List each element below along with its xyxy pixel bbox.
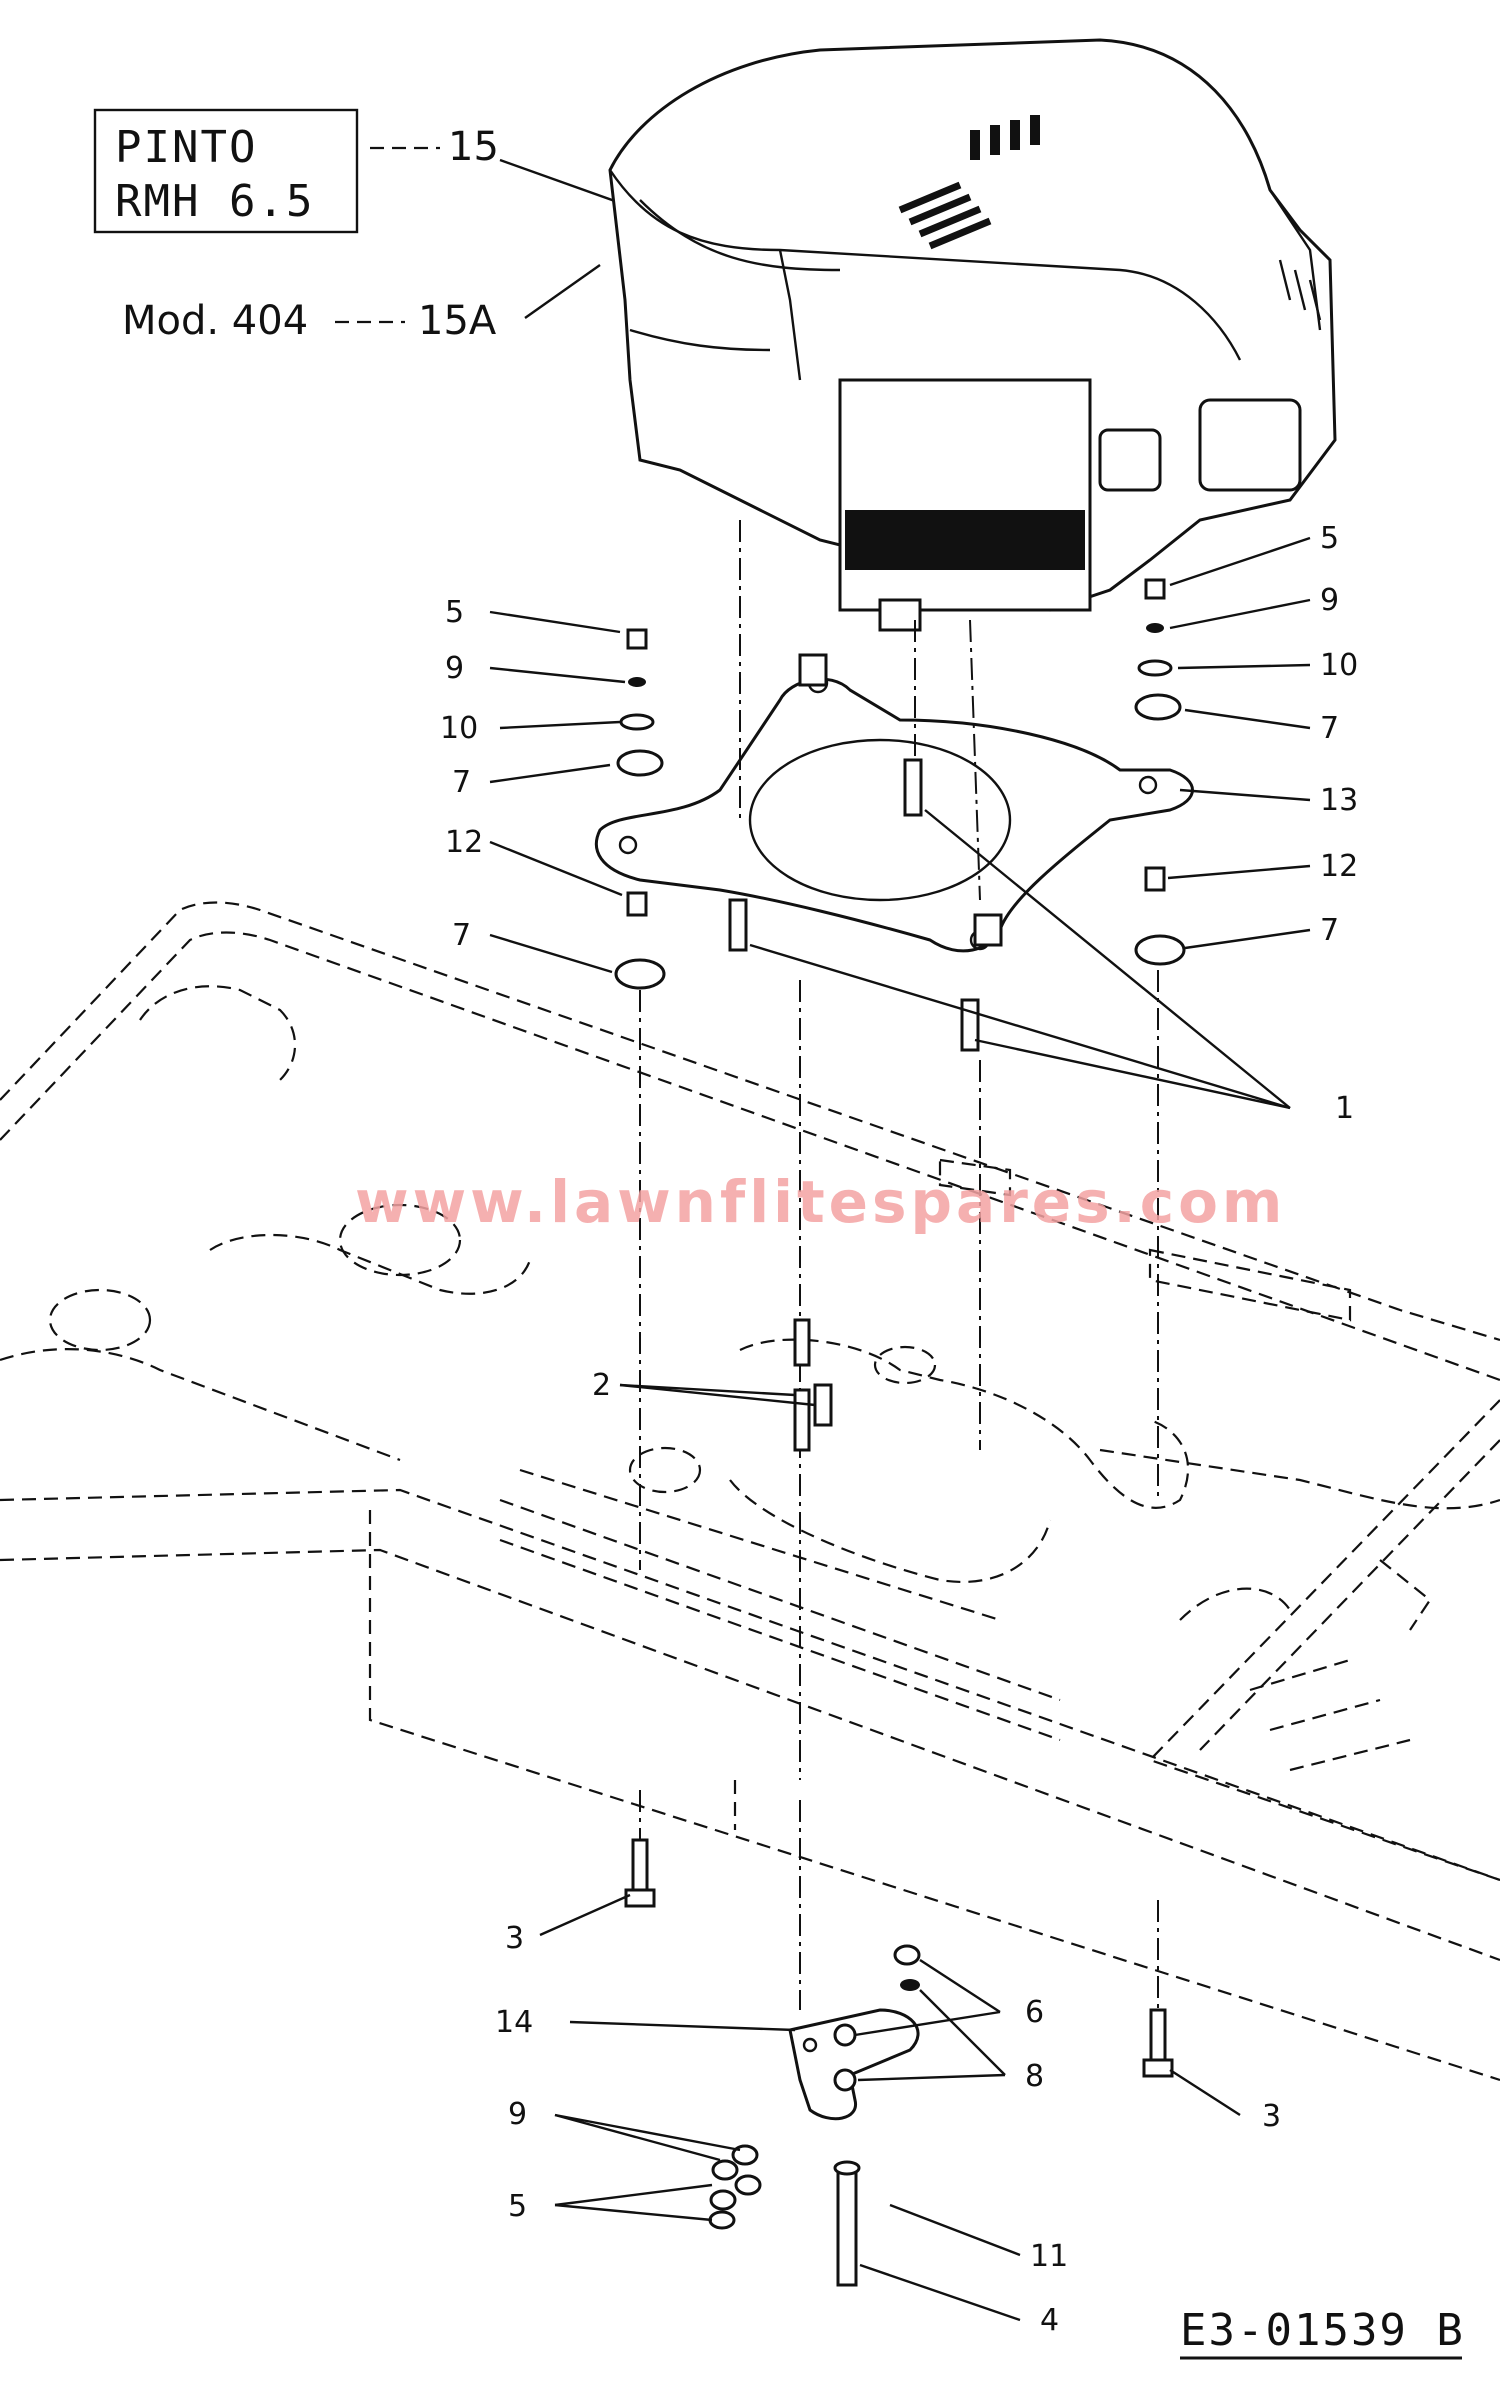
callout-15: 15 [448,124,499,170]
rod-4 [833,2160,861,2287]
callout-2: 2 [592,1368,611,1403]
callout-4: 4 [1040,2303,1059,2338]
pins-2 [793,1318,833,1452]
callout-12-left: 12 [445,825,483,860]
watermark-text: www.lawnflitespares.com [355,1168,1286,1236]
callout-8: 8 [1025,2059,1044,2094]
callout-3-right: 3 [1262,2099,1281,2134]
model-label-line1: PINTO [115,122,257,173]
callout-15a: 15A [418,298,497,344]
callout-5-right: 5 [1320,521,1339,556]
callout-5-left: 5 [445,595,464,630]
callout-5-bottom: 5 [508,2189,527,2224]
bolt-3-right [1142,2008,1174,2078]
callout-7-right-low: 7 [1320,913,1339,948]
callout-leaders [489,536,1311,2322]
engine-vents [898,115,1040,250]
nuts-bottom [708,2144,762,2230]
rod-11 [877,2085,913,2220]
callout-7-left-low: 7 [452,918,471,953]
model-label-box: PINTO RMH 6.5 [93,108,359,234]
engine-assembly [608,38,1337,632]
model-label-line2: RMH 6.5 [115,176,314,227]
callout-12-right: 12 [1320,849,1358,884]
right-hardware-stack [1134,578,1186,966]
callout-10-left: 10 [440,711,478,746]
callout-13: 13 [1320,783,1358,818]
callout-10-right: 10 [1320,648,1358,683]
callout-7-left: 7 [452,765,471,800]
mounting-plate [594,672,1194,953]
chassis-frame [0,901,1500,2082]
plate-studs [728,653,1003,1052]
callout-7-right: 7 [1320,711,1339,746]
callout-14: 14 [495,2005,533,2040]
callout-1: 1 [1335,1091,1354,1126]
callout-9-left: 9 [445,651,464,686]
callout-9-right: 9 [1320,583,1339,618]
bracket-14 [788,2008,920,2121]
left-hardware-stack [614,628,666,990]
callout-9-bottom: 9 [508,2097,527,2132]
nuts-6-8 [893,1944,921,1991]
callout-3-left: 3 [505,1921,524,1956]
callout-11: 11 [1030,2239,1068,2274]
callout-6: 6 [1025,1995,1044,2030]
model-404-label: Mod. 404 [122,298,308,344]
drawing-code: E3-01539 B [1180,2305,1465,2356]
